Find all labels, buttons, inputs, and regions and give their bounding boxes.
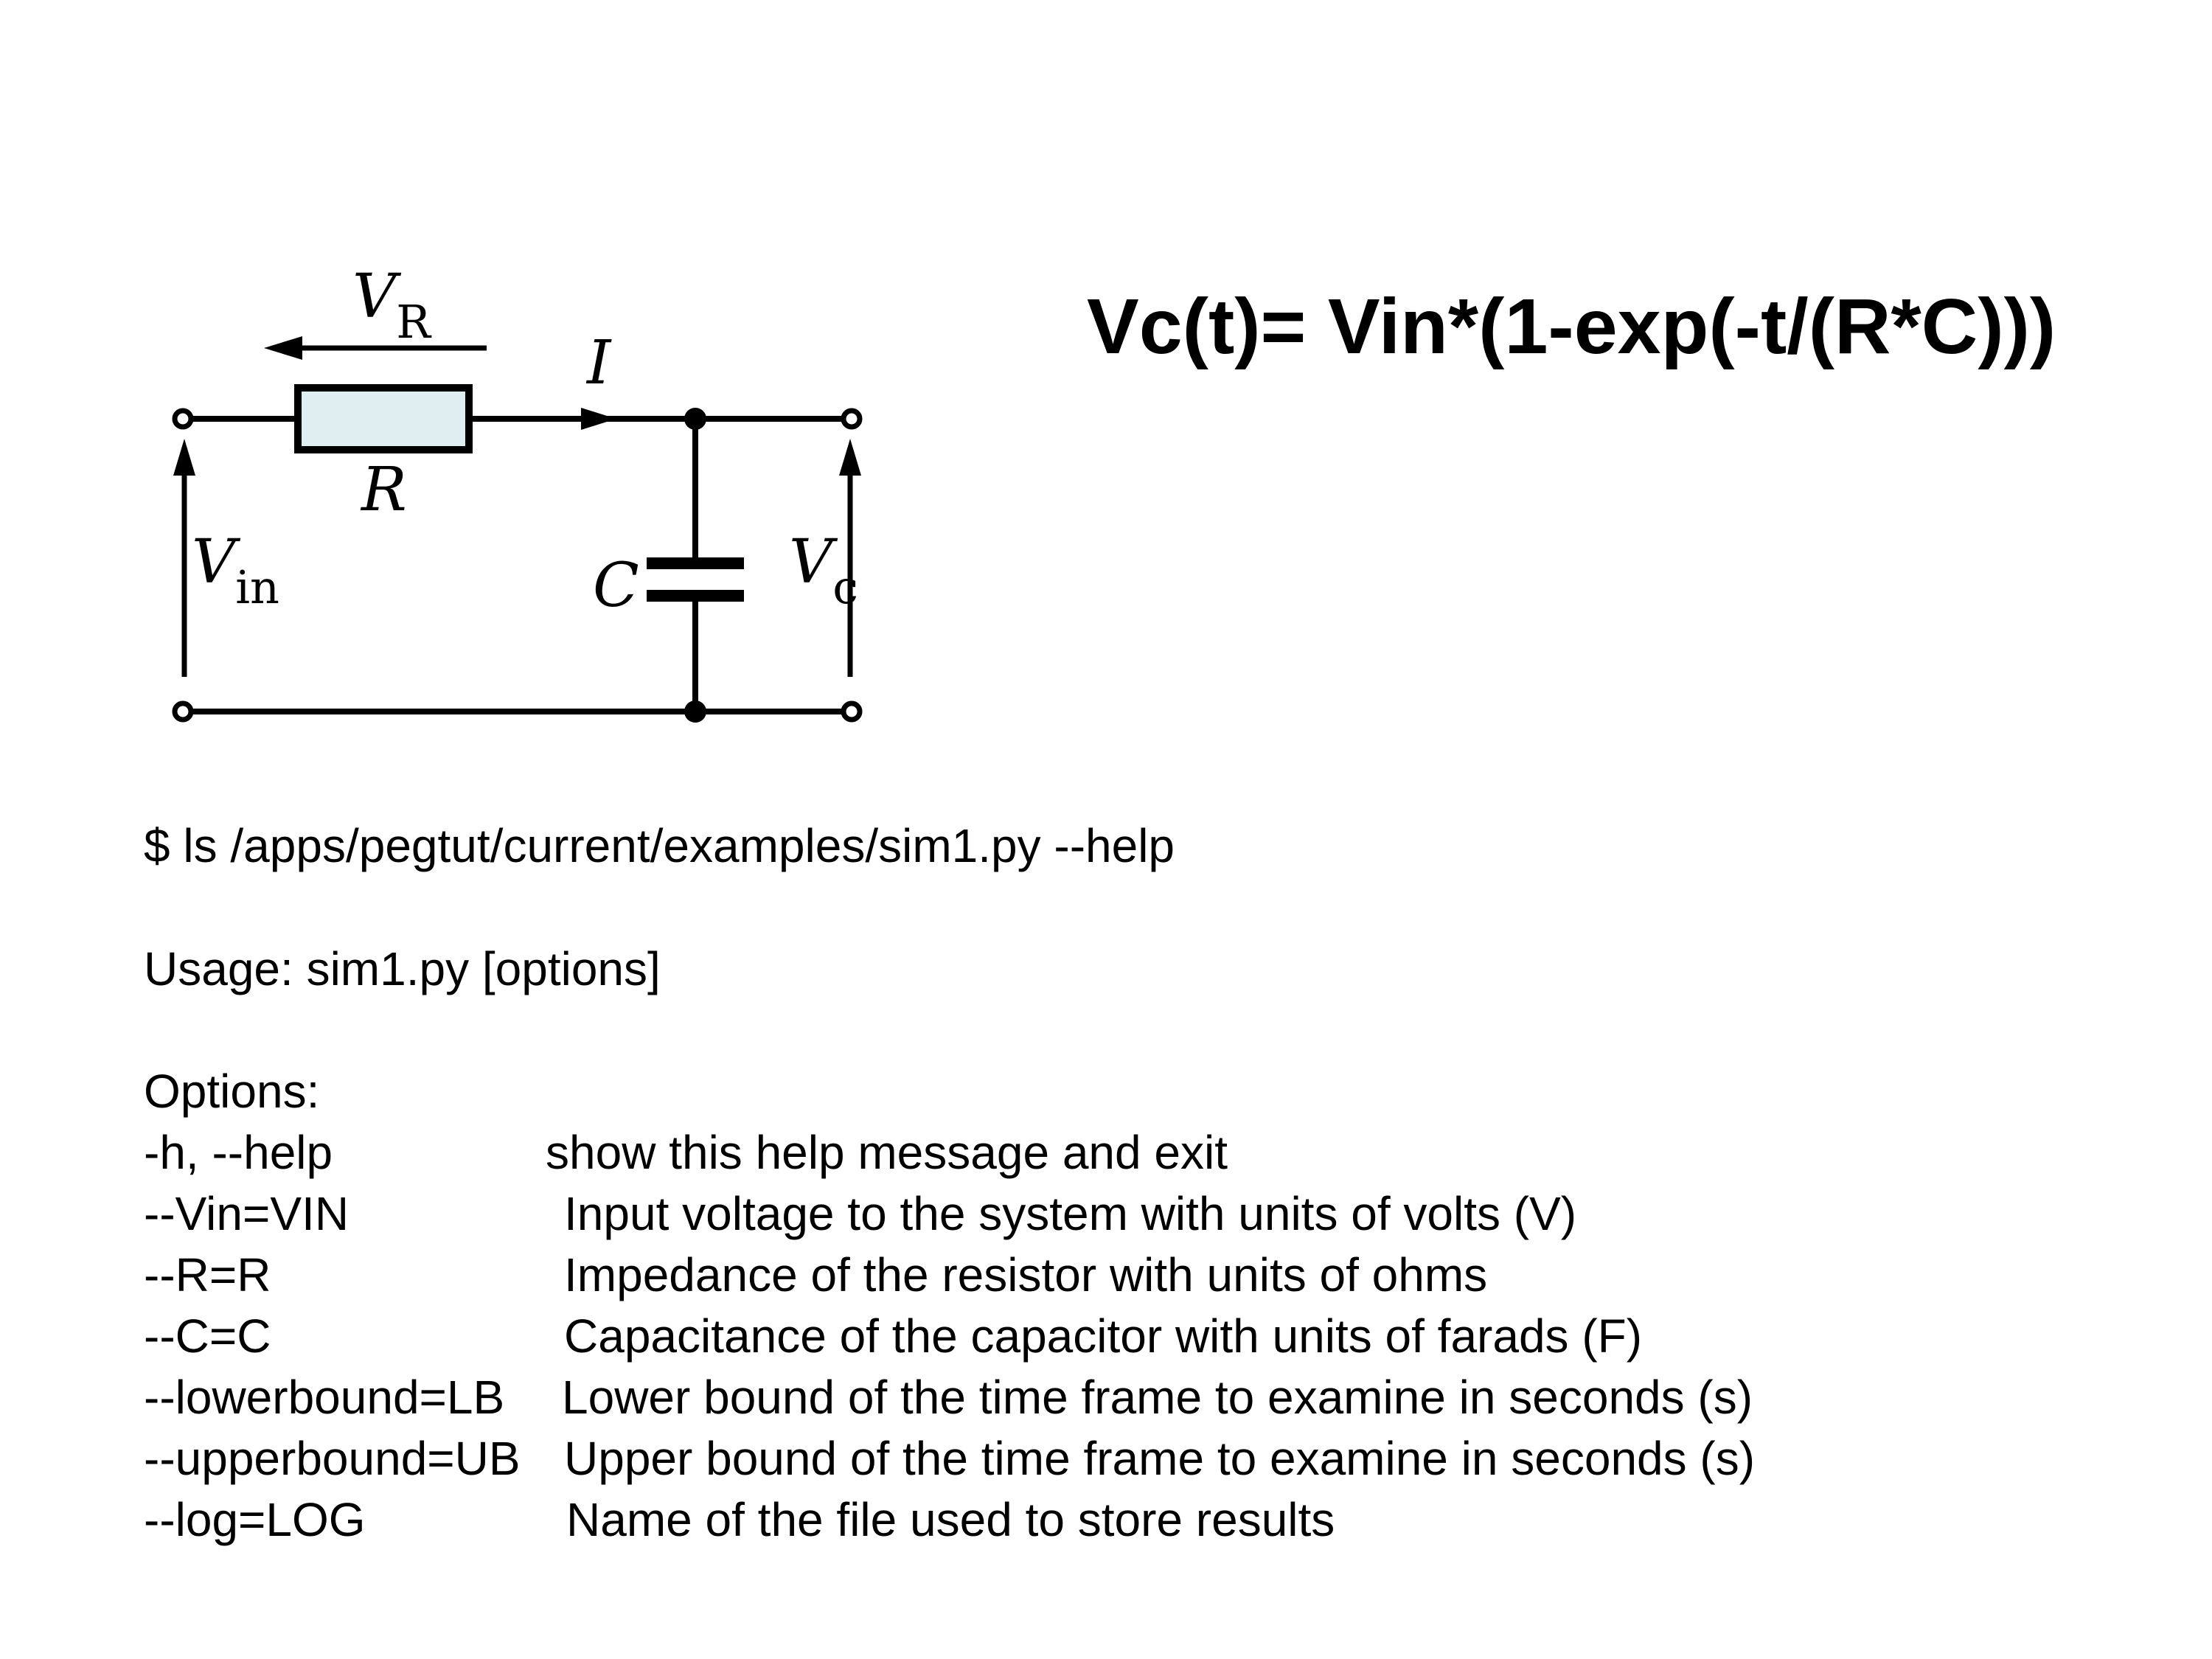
usage-line: Usage: sim1.py [options] <box>144 942 661 995</box>
terminal-bottom-right <box>841 700 863 723</box>
option-name: --lowerbound=LB <box>144 1371 505 1424</box>
vc-label: Vc <box>789 527 858 614</box>
capacitor-label: C <box>593 551 639 621</box>
terminal-command-line: $ ls /apps/pegtut/current/examples/sim1.… <box>144 819 1175 872</box>
option-description: Capacitance of the capacitor with units … <box>564 1310 1643 1363</box>
capacitor-plate-top <box>647 557 744 569</box>
option-name: --upperbound=UB <box>144 1432 521 1485</box>
vin-label: Vin <box>192 527 279 614</box>
option-description: Input voltage to the system with units o… <box>564 1187 1577 1240</box>
junction-dot-bottom <box>684 700 706 723</box>
capacitor-plate-bottom <box>647 590 744 602</box>
option-name: -h, --help <box>144 1126 333 1179</box>
option-description: Impedance of the resistor with units of … <box>564 1248 1488 1301</box>
option-description: show this help message and exit <box>546 1126 1228 1179</box>
voltage-formula: Vc(t)= Vin*(1-exp(-t/(R*C))) <box>1087 283 2056 370</box>
vin-arrowhead <box>173 439 195 476</box>
option-description: Lower bound of the time frame to examine… <box>562 1371 1753 1424</box>
terminal-top-left <box>172 408 194 430</box>
option-name: --R=R <box>144 1248 271 1301</box>
rc-circuit-diagram: VR I R Vin C Vc <box>172 262 863 723</box>
vc-arrowhead <box>839 439 861 476</box>
vr-label: VR <box>352 262 432 349</box>
vr-arrowhead <box>264 336 302 360</box>
current-label: I <box>585 328 612 398</box>
resistor-symbol <box>294 384 473 453</box>
option-description: Name of the file used to store results <box>566 1493 1335 1546</box>
terminal-top-right <box>841 408 863 430</box>
current-arrowhead <box>581 408 616 430</box>
junction-dot-top <box>684 408 706 430</box>
option-name: --log=LOG <box>144 1493 366 1546</box>
option-name: --C=C <box>144 1310 271 1363</box>
option-name: --Vin=VIN <box>144 1187 349 1240</box>
resistor-label: R <box>360 455 407 525</box>
option-description: Upper bound of the time frame to examine… <box>564 1432 1756 1485</box>
terminal-bottom-left <box>172 700 194 723</box>
options-heading: Options: <box>144 1065 320 1118</box>
